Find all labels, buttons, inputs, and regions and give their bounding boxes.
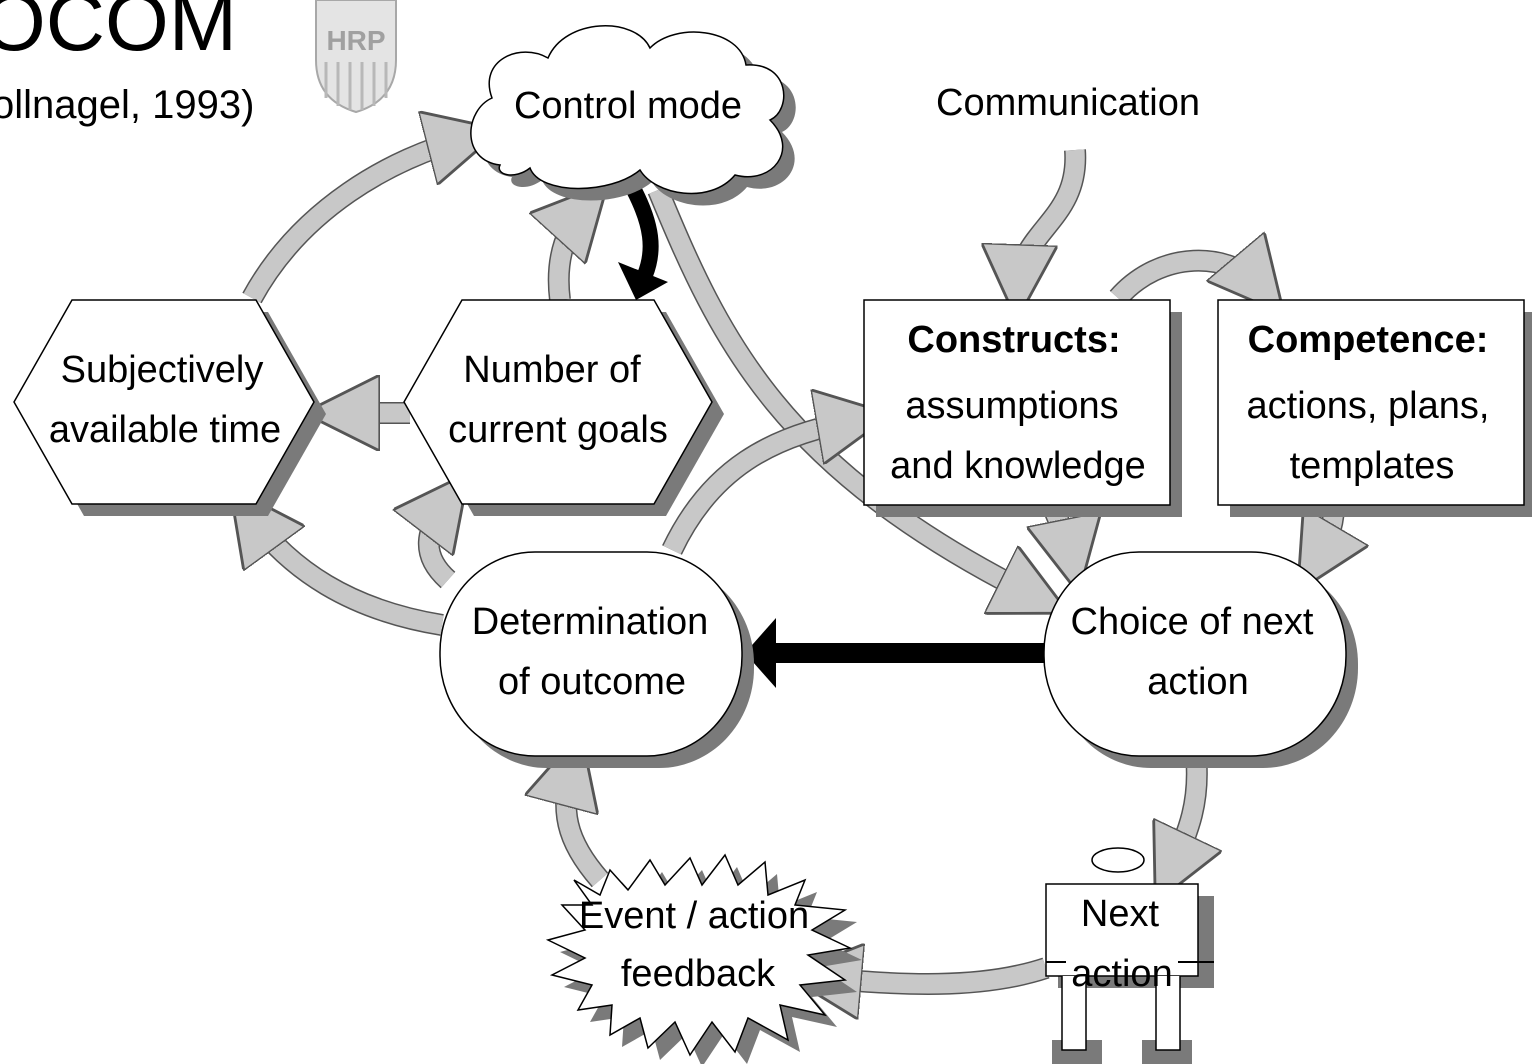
- arrow-control-to-goals: [626, 186, 659, 278]
- feedback-line1: Event / action: [579, 895, 809, 937]
- next-action-line1: Next: [1081, 893, 1160, 935]
- next-action-node: Next action: [1045, 847, 1214, 1064]
- arrows-grey: [250, 138, 1334, 984]
- hrp-logo-icon: HRP: [315, 0, 397, 114]
- feedback-node: Event / action feedback: [545, 853, 862, 1064]
- next-action-line2: action: [1071, 953, 1172, 995]
- choice-node: Choice of next action: [1043, 551, 1358, 768]
- current-goals-line2: current goals: [448, 409, 668, 451]
- control-mode-node: Control mode: [470, 25, 796, 206]
- arrow-time-to-control: [242, 127, 471, 304]
- determination-node: Determination of outcome: [439, 551, 754, 768]
- constructs-line1: assumptions: [905, 385, 1118, 427]
- choice-line2: action: [1147, 661, 1248, 703]
- constructs-heading: Constructs:: [907, 319, 1120, 361]
- determination-line2: of outcome: [498, 661, 686, 703]
- constructs-node: Constructs: assumptions and knowledge: [863, 299, 1182, 517]
- arrows-strong: [618, 186, 1044, 688]
- page-title: OCOM: [0, 0, 237, 68]
- subjective-time-line1: Subjectively: [61, 349, 264, 391]
- feedback-line2: feedback: [621, 953, 776, 995]
- current-goals-line1: Number of: [463, 349, 641, 391]
- constructs-line2: and knowledge: [890, 445, 1146, 487]
- current-goals-node: Number of current goals: [403, 299, 724, 516]
- subjective-time-line2: available time: [49, 409, 281, 451]
- competence-line1: actions, plans,: [1247, 385, 1490, 427]
- communication-label: Communication: [936, 82, 1200, 124]
- subjective-time-node: Subjectively available time: [13, 299, 326, 516]
- arrow-determination-to-time: [241, 508, 444, 636]
- logo-text: HRP: [326, 25, 385, 56]
- competence-node: Competence: actions, plans, templates: [1217, 299, 1532, 517]
- control-mode-label: Control mode: [514, 85, 742, 127]
- choice-line1: Choice of next: [1071, 601, 1314, 643]
- competence-heading: Competence:: [1248, 319, 1489, 361]
- citation: ollnagel, 1993): [0, 83, 254, 127]
- competence-line2: templates: [1290, 445, 1455, 487]
- determination-line1: Determination: [472, 601, 709, 643]
